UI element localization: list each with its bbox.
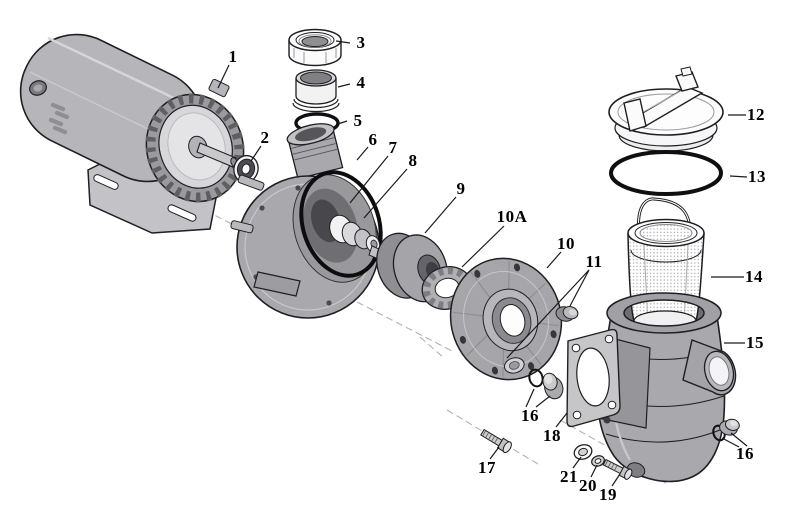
- leader-housing-o-ring: [349, 155, 389, 204]
- part-label-drain-plug-left: 16: [521, 406, 539, 425]
- flat-washer-part: [573, 444, 593, 460]
- part-label-plug-set: 11: [585, 252, 603, 271]
- part-label-slinger-washer: 2: [260, 128, 270, 147]
- drain-plug-left-part: [528, 368, 564, 400]
- strainer-basket-part: [627, 197, 705, 332]
- bolt-rear-part: [602, 458, 633, 480]
- leader-drain-plug-right: [730, 432, 748, 447]
- leader-union-o-ring: [337, 120, 348, 125]
- lid-o-ring-part: [609, 150, 723, 196]
- seal-plate-part: [449, 257, 563, 381]
- part-label-housing-o-ring: 7: [388, 138, 398, 157]
- part-label-drain-plug-right: 16: [736, 444, 754, 463]
- part-label-lock-ring: 10A: [496, 207, 528, 226]
- part-label-strainer-basket: 14: [745, 267, 763, 286]
- part-label-lock-washer: 20: [579, 476, 597, 495]
- leader-union-nut: [335, 40, 351, 44]
- leader-lid-o-ring: [729, 175, 748, 178]
- part-label-seal-plate: 10: [557, 234, 575, 253]
- leader-lock-ring: [461, 225, 505, 268]
- strainer-lid-part: [608, 66, 724, 152]
- hex-plug-part: [555, 306, 579, 322]
- part-label-pump-housing: 6: [368, 130, 378, 149]
- leader-shaft-seal: [363, 168, 408, 219]
- leader-motor: [217, 64, 230, 89]
- part-label-union-nut: 3: [356, 33, 366, 52]
- tank-flange-part: [566, 328, 621, 428]
- leader-union-tailpiece: [337, 83, 351, 88]
- motor-part: [19, 33, 245, 234]
- leader-plug-set: [506, 269, 590, 359]
- leader-impeller: [424, 196, 457, 234]
- leader-seal-plate: [546, 251, 562, 269]
- leader-lock-washer: [590, 464, 598, 478]
- leader-bolt-rear: [611, 473, 621, 487]
- shaft-seal-part: [329, 214, 381, 253]
- part-label-union-o-ring: 5: [353, 111, 363, 130]
- leader-drain-plug-right: [721, 437, 740, 448]
- part-label-strainer-lid: 12: [747, 105, 765, 124]
- part-label-flat-washer: 21: [560, 467, 578, 486]
- leader-plug-set: [569, 269, 590, 307]
- leader-drain-plug-left: [525, 388, 535, 408]
- part-label-union-tailpiece: 4: [356, 73, 366, 92]
- leader-slinger-washer: [250, 145, 262, 162]
- part-label-tank-flange: 18: [543, 426, 561, 445]
- leader-pump-housing: [356, 146, 369, 161]
- union-nut-part: [288, 28, 342, 67]
- leader-bolt-front: [489, 446, 500, 460]
- leader-flat-washer: [572, 456, 582, 469]
- union-tailpiece-part: [292, 69, 340, 113]
- drain-plug-right-part: [712, 418, 740, 442]
- part-label-pump-tank: 15: [746, 333, 764, 352]
- housing-o-ring-part: [299, 170, 383, 278]
- part-label-impeller: 9: [456, 179, 466, 198]
- leader-lines: [217, 40, 748, 487]
- part-label-bolt-front: 17: [478, 458, 496, 477]
- motor-conduit-hole: [29, 80, 47, 96]
- pump-housing-part: [230, 123, 383, 319]
- part-label-lid-o-ring: 13: [748, 167, 766, 186]
- motor-vents: [48, 102, 70, 135]
- leader-tank-flange: [555, 412, 568, 428]
- bolt-front-part: [480, 428, 512, 454]
- leader-drain-plug-left: [535, 395, 551, 408]
- part-label-motor: 1: [228, 47, 238, 66]
- lock-washer-part: [591, 455, 605, 467]
- part-label-bolt-rear: 19: [599, 485, 617, 504]
- tank-flange-ring: [606, 292, 722, 334]
- part-label-shaft-seal: 8: [408, 151, 418, 170]
